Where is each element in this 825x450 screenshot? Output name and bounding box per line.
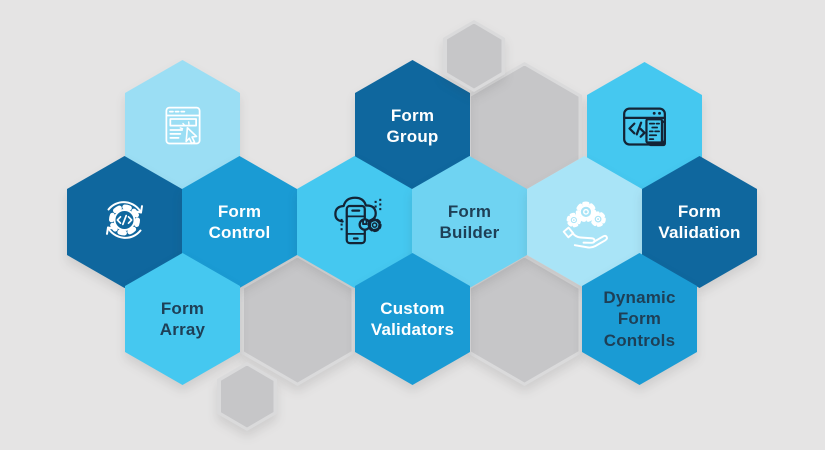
hexagon-shape [243,257,352,383]
hexagon-shape [125,253,240,385]
hex-label-form-validation: Form Validation [658,201,741,242]
code-window-document-icon [587,62,702,194]
hex-label-custom-validators: Custom Validators [370,298,455,339]
hand-holding-gears-icon [527,156,642,288]
code-gear-sync-icon [67,156,182,288]
hex-label-dynamic-form-controls: Dynamic Form Controls [603,287,676,350]
hexagon-shape [470,257,579,383]
hex-custom-validators: Custom Validators [355,253,470,385]
hex-label-form-array: Form Array [159,298,206,339]
hex-form-array: Form Array [125,253,240,385]
gray-hexagon-small-top [443,20,505,92]
web-form-cursor-icon [125,60,240,192]
hex-label-form-group: Form Group [386,105,439,146]
hex-dynamic-form-controls: Dynamic Form Controls [582,253,697,385]
cloud-mobile-settings-icon [297,156,412,288]
gray-hexagon-bottom-right [467,254,582,386]
hexagon-shape [220,365,274,428]
hex-label-form-builder: Form Builder [439,201,500,242]
hex-label-form-control: Form Control [208,201,271,242]
hexagon-shape [582,253,697,385]
gray-hexagon-small-bottom [217,362,277,431]
